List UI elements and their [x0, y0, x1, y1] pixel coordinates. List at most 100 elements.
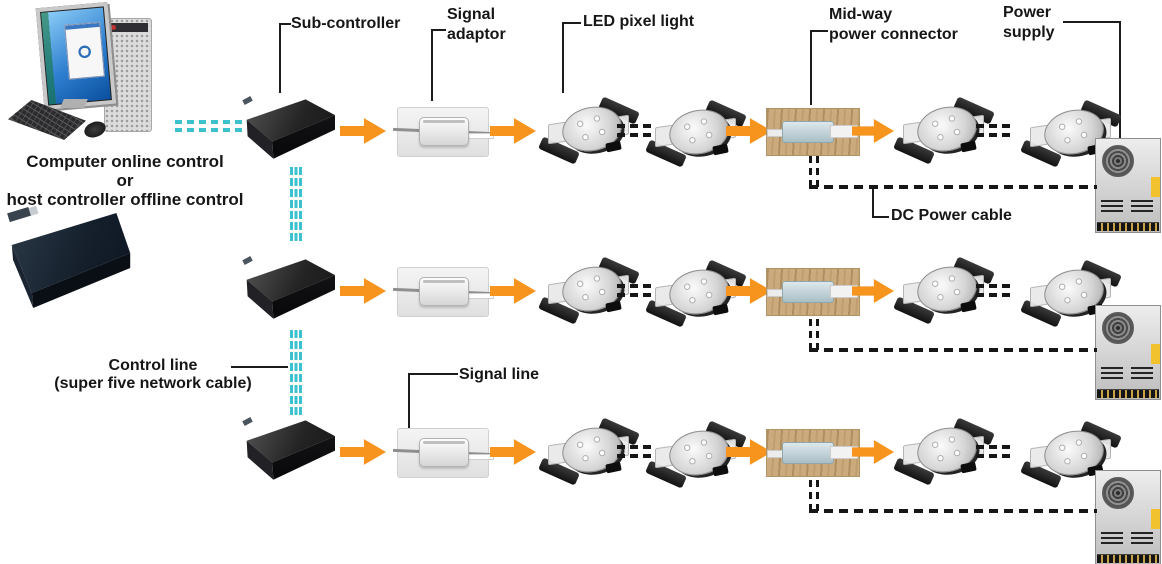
leader-signal-line	[408, 373, 458, 375]
adaptor-box	[419, 277, 469, 306]
signal-adaptor	[392, 107, 494, 157]
chain-row-1	[0, 96, 1162, 236]
leader-signal-adaptor-v	[431, 29, 433, 101]
leader-control-line	[231, 366, 288, 368]
led-connector	[712, 143, 729, 156]
leader-sub-controller	[279, 23, 291, 25]
label-midway-line2: power connector	[829, 26, 958, 43]
computer	[6, 2, 166, 148]
power-supply	[1095, 138, 1161, 233]
label-midway-line1: Mid-way	[829, 6, 893, 23]
adaptor-wire-out	[466, 293, 494, 299]
flow-arrow	[340, 439, 386, 465]
signal-adaptor	[392, 267, 494, 317]
tower-drive-bay	[108, 23, 148, 32]
power-supply-fan	[1102, 477, 1134, 509]
label-control-line-line2: (super five network cable)	[54, 375, 252, 392]
dc-power-cable-vertical	[809, 154, 819, 187]
label-computer-caption-line1: Computer online control	[26, 152, 224, 171]
chain-row-2	[0, 256, 1162, 400]
chain-continuation-dashes	[976, 284, 1010, 297]
monitor-screen	[41, 7, 111, 105]
midway-connector-box	[782, 281, 834, 303]
power-supply-vents	[1101, 364, 1153, 379]
power-supply-sticker	[1151, 509, 1160, 529]
leader-led-pixel-light-v	[562, 22, 564, 93]
power-supply-terminals	[1097, 554, 1159, 563]
power-supply-vents	[1101, 197, 1153, 212]
leader-dc-cable	[872, 216, 889, 218]
power-supply	[1095, 305, 1161, 400]
power-supply-fan	[1102, 312, 1134, 344]
adaptor-wire-out	[466, 454, 494, 460]
label-computer-caption-line2: or	[116, 171, 134, 190]
label-signal-adaptor-line1: Signal	[447, 6, 496, 23]
led-connector	[712, 464, 729, 477]
label-led-pixel-light: LED pixel light	[583, 13, 695, 30]
led-connector	[960, 300, 977, 313]
leader-sub-controller-v	[279, 23, 281, 93]
label-sub-controller: Sub-controller	[291, 15, 401, 32]
leader-power-supply-v	[1119, 21, 1121, 138]
chain-continuation-dashes	[617, 284, 651, 297]
flow-arrow	[340, 278, 386, 304]
adaptor-wire-out	[466, 133, 494, 139]
flow-arrow	[490, 439, 536, 465]
leader-power-supply	[1063, 21, 1121, 23]
power-supply-sticker	[1151, 344, 1160, 364]
tower-logo	[111, 25, 116, 30]
computer-monitor	[35, 2, 117, 110]
sub-controller-port	[242, 256, 253, 265]
led-connector	[960, 140, 977, 153]
control-line-sub1-to-sub2	[290, 167, 302, 241]
led-connector	[605, 140, 622, 153]
screen-window	[64, 21, 105, 80]
chain-continuation-dashes	[976, 445, 1010, 458]
label-computer-caption: Computer online control or host controll…	[0, 152, 250, 209]
label-signal-adaptor-line2: adaptor	[447, 26, 506, 43]
chain-continuation-dashes	[617, 124, 651, 137]
power-supply-terminals	[1097, 222, 1159, 231]
host-controller	[7, 205, 134, 310]
led-connector	[960, 461, 977, 474]
label-control-line: Control line (super five network cable)	[18, 357, 288, 393]
label-control-line-line1: Control line	[108, 357, 198, 374]
sub-controller	[242, 256, 335, 324]
control-line-computer-to-sub1	[175, 120, 243, 132]
led-connector	[605, 300, 622, 313]
label-power-supply: Power supply	[1003, 3, 1055, 43]
sub-controller	[242, 96, 335, 164]
led-connector	[712, 303, 729, 316]
leader-midway	[810, 30, 828, 32]
label-signal-adaptor: Signal adaptor	[447, 5, 506, 45]
leader-dc-cable-v	[872, 189, 874, 218]
chain-continuation-dashes	[976, 124, 1010, 137]
power-supply	[1095, 470, 1161, 564]
flow-arrow	[490, 278, 536, 304]
label-midway-power-connector: Mid-way power connector	[829, 5, 958, 45]
label-signal-line: Signal line	[459, 366, 540, 383]
dc-power-cable-vertical	[809, 475, 819, 511]
dc-power-cable-vertical	[809, 314, 819, 350]
signal-adaptor	[392, 428, 494, 478]
midway-power-connector	[766, 268, 860, 316]
power-supply-fan	[1102, 145, 1134, 177]
label-computer-caption-line3: host controller offline control	[6, 190, 244, 209]
chain-row-3	[0, 417, 1162, 564]
leader-midway-v	[810, 30, 812, 105]
label-power-supply-line2: supply	[1003, 24, 1055, 41]
adaptor-box	[419, 117, 469, 146]
flow-arrow	[490, 118, 536, 144]
dc-power-cable-horizontal	[809, 185, 1097, 189]
led-connector	[605, 461, 622, 474]
sub-controller-port	[242, 417, 253, 426]
power-supply-sticker	[1151, 177, 1160, 197]
midway-connector-box	[782, 442, 834, 464]
midway-power-connector	[766, 108, 860, 156]
adaptor-box	[419, 438, 469, 467]
chain-continuation-dashes	[617, 445, 651, 458]
sub-controller-port	[242, 96, 253, 105]
flow-arrow	[340, 118, 386, 144]
control-line-sub2-to-sub3	[290, 330, 302, 415]
